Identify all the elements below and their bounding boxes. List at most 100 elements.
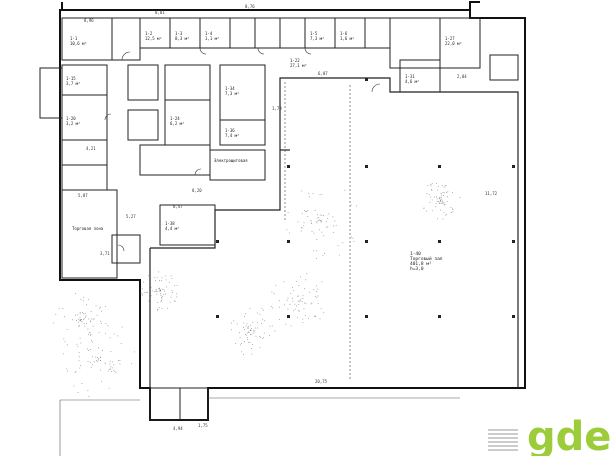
label-line: h=3,0: [410, 266, 424, 272]
speckle: [75, 293, 76, 294]
speckle: [252, 329, 254, 331]
speckle: [446, 201, 448, 202]
speckle: [248, 325, 250, 327]
speckle: [297, 221, 299, 223]
speckle: [248, 342, 249, 343]
speckle: [100, 306, 101, 308]
speckle: [437, 218, 438, 220]
speckle: [310, 220, 312, 221]
speckle: [316, 239, 318, 240]
speckle: [426, 193, 428, 194]
speckle: [169, 301, 171, 303]
speckle: [170, 275, 172, 277]
speckle: [301, 190, 303, 192]
speckle: [321, 281, 323, 283]
speckle: [440, 193, 442, 194]
speckle: [257, 327, 258, 329]
speckle: [66, 368, 68, 370]
speckle: [87, 328, 89, 330]
speckle: [247, 332, 249, 334]
speckle: [93, 361, 95, 363]
speckle: [156, 293, 158, 295]
speckle: [98, 358, 99, 360]
speckle: [445, 185, 447, 186]
speckle: [100, 360, 101, 361]
speckle: [75, 371, 77, 372]
label-line: 27,1 м²: [290, 63, 307, 68]
room-label-trade-zone: Торговая зона: [72, 226, 104, 231]
speckle: [301, 212, 303, 214]
speckle: [153, 276, 155, 278]
speckle: [313, 250, 315, 252]
speckle: [263, 337, 265, 338]
speckle: [297, 304, 299, 306]
speckle: [101, 380, 102, 382]
speckle: [154, 291, 156, 292]
label-line: 1-3: [175, 31, 183, 36]
speckle: [80, 319, 82, 320]
speckle: [82, 312, 83, 313]
speckle: [109, 363, 111, 365]
label-line: 3,7 м²: [66, 81, 80, 86]
label-line: 1-4: [205, 31, 213, 36]
label-line: 10,6 м²: [70, 41, 87, 46]
speckle: [147, 291, 148, 293]
speckle: [320, 220, 322, 222]
speckle: [119, 363, 121, 365]
speckle: [292, 300, 294, 302]
speckle: [92, 364, 93, 366]
label-line: 22,0 м²: [445, 41, 462, 46]
speckle: [271, 325, 273, 327]
speckle: [142, 294, 143, 296]
label-line: 7,4 м²: [225, 133, 239, 138]
speckle: [444, 204, 446, 205]
stairs: [488, 429, 518, 451]
label-line: 1-5: [310, 31, 318, 36]
speckle: [111, 371, 112, 372]
speckle: [446, 192, 448, 193]
speckle: [86, 304, 87, 306]
label-line: 6,2 м²: [170, 121, 184, 126]
speckle: [442, 185, 443, 187]
speckle: [85, 316, 86, 318]
speckle: [157, 309, 159, 310]
speckle: [87, 390, 89, 391]
speckle: [53, 322, 55, 324]
speckle: [119, 360, 121, 361]
speckle: [249, 308, 251, 310]
speckle: [78, 318, 80, 320]
speckle: [110, 368, 111, 370]
speckle: [100, 320, 102, 322]
speckle: [76, 320, 77, 321]
speckle: [166, 286, 167, 288]
hall-columns: [216, 78, 515, 318]
speckle: [332, 216, 334, 218]
speckle: [309, 196, 310, 198]
speckle: [79, 316, 81, 318]
speckle: [108, 387, 110, 389]
label-line: 401,8 м²: [410, 261, 432, 267]
speckle: [316, 297, 318, 298]
label-line: 1-1: [70, 36, 78, 41]
speckle: [83, 296, 85, 298]
speckle: [110, 366, 112, 368]
speckle: [120, 343, 122, 344]
speckle: [287, 308, 289, 310]
speckle: [275, 284, 277, 286]
speckle: [294, 308, 296, 310]
speckle: [96, 360, 98, 361]
speckle: [459, 197, 461, 198]
speckle: [437, 189, 438, 191]
speckle: [64, 341, 66, 343]
speckle: [88, 318, 90, 320]
dim-6: 20,75: [315, 379, 328, 384]
dim-4: 11,72: [485, 191, 498, 196]
speckle: [174, 301, 176, 302]
speckle: [77, 392, 79, 393]
speckle: [88, 299, 89, 301]
